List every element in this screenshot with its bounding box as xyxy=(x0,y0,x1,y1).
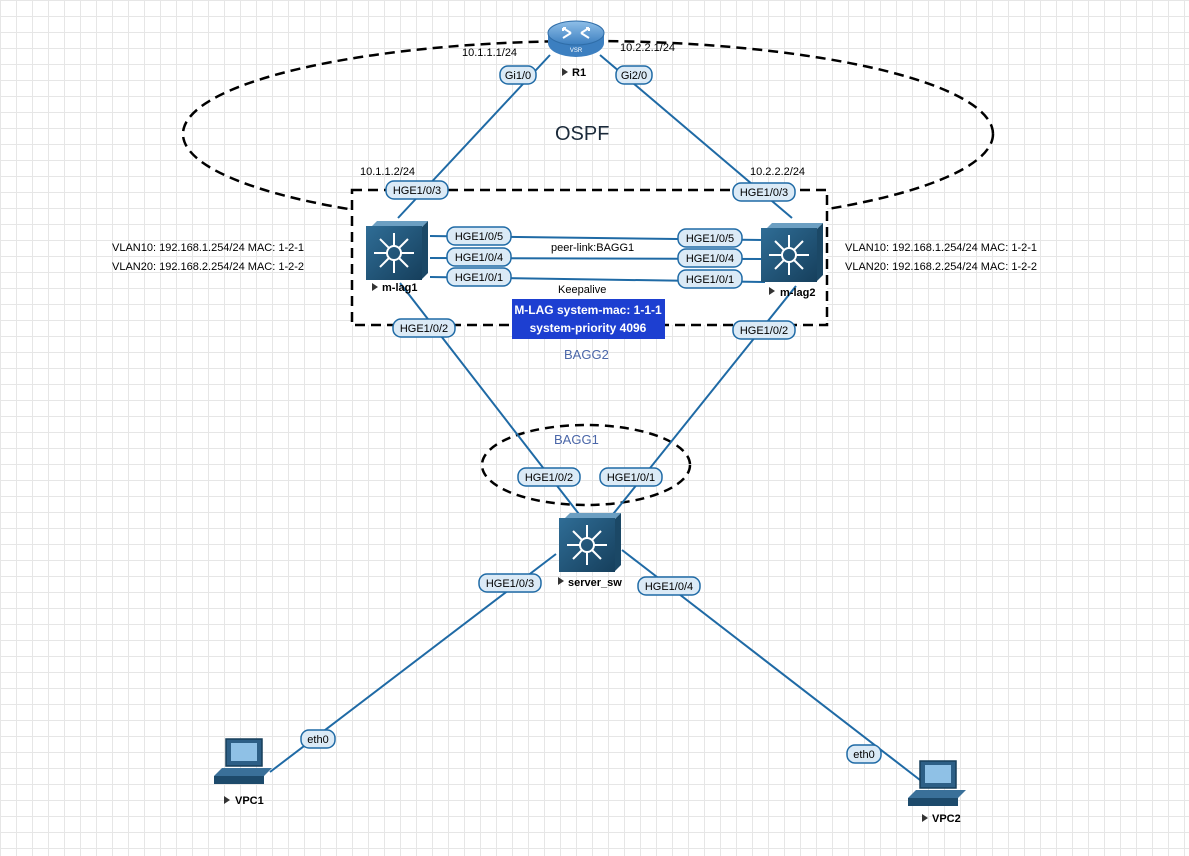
svg-text:HGE1/0/4: HGE1/0/4 xyxy=(455,252,503,264)
vlan10-right: VLAN10: 192.168.1.254/24 MAC: 1-2-1 xyxy=(845,242,1037,254)
port-r1-gi1[interactable]: Gi1/0 xyxy=(499,65,537,85)
switch-server-sw[interactable]: server_sw xyxy=(558,513,622,589)
play-icon xyxy=(558,577,564,585)
port-mlag1-hge3[interactable]: HGE1/0/3 xyxy=(385,180,449,200)
port-mlag2-hge4[interactable]: HGE1/0/4 xyxy=(677,248,743,268)
port-sw-hge2[interactable]: HGE1/0/2 xyxy=(517,467,581,487)
vlan20-right: VLAN20: 192.168.2.254/24 MAC: 1-2-2 xyxy=(845,261,1037,273)
port-mlag2-hge2[interactable]: HGE1/0/2 xyxy=(732,320,796,340)
router-r1[interactable]: VSR R1 xyxy=(547,20,605,79)
port-labels: Gi1/0 Gi2/0 HGE1/0/3 HGE1/0/3 HGE1/0/5 H… xyxy=(300,65,882,764)
switch-mlag1[interactable]: m-lag1 xyxy=(366,221,428,294)
play-icon xyxy=(769,287,775,295)
svg-text:HGE1/0/4: HGE1/0/4 xyxy=(645,581,693,593)
svg-text:HGE1/0/3: HGE1/0/3 xyxy=(393,185,441,197)
svg-text:HGE1/0/1: HGE1/0/1 xyxy=(455,272,503,284)
svg-text:Gi2/0: Gi2/0 xyxy=(621,70,647,82)
svg-text:HGE1/0/2: HGE1/0/2 xyxy=(400,323,448,335)
ip-r1-gi2: 10.2.2.1/24 xyxy=(620,42,675,54)
port-mlag2-hge5[interactable]: HGE1/0/5 xyxy=(677,228,743,248)
play-icon xyxy=(372,283,378,291)
pc-name: VPC1 xyxy=(235,795,264,807)
pc-vpc1[interactable]: VPC1 xyxy=(214,738,272,807)
pc-name: VPC2 xyxy=(932,813,961,825)
svg-text:HGE1/0/3: HGE1/0/3 xyxy=(740,187,788,199)
port-vpc2-eth0[interactable]: eth0 xyxy=(846,744,882,764)
play-icon xyxy=(224,796,230,804)
port-sw-hge1[interactable]: HGE1/0/1 xyxy=(599,467,663,487)
svg-text:HGE1/0/5: HGE1/0/5 xyxy=(686,233,734,245)
vlan20-left: VLAN20: 192.168.2.254/24 MAC: 1-2-2 xyxy=(112,261,304,273)
ip-mlag2-up: 10.2.2.2/24 xyxy=(750,166,805,178)
svg-text:eth0: eth0 xyxy=(853,749,874,761)
svg-text:HGE1/0/5: HGE1/0/5 xyxy=(455,231,503,243)
port-sw-hge3[interactable]: HGE1/0/3 xyxy=(478,573,542,593)
svg-text:HGE1/0/3: HGE1/0/3 xyxy=(486,578,534,590)
vlan10-left: VLAN10: 192.168.1.254/24 MAC: 1-2-1 xyxy=(112,242,304,254)
port-vpc1-eth0[interactable]: eth0 xyxy=(300,729,336,749)
peer-link-label: peer-link:BAGG1 xyxy=(551,242,634,254)
mlag-system-mac: M-LAG system-mac: 1-1-1 xyxy=(514,303,662,317)
port-mlag1-hge4[interactable]: HGE1/0/4 xyxy=(446,247,512,267)
ospf-area-ellipse xyxy=(181,39,995,229)
play-icon xyxy=(562,68,568,76)
port-sw-hge4[interactable]: HGE1/0/4 xyxy=(637,576,701,596)
ip-mlag1-up: 10.1.1.2/24 xyxy=(360,166,415,178)
bagg2-label: BAGG2 xyxy=(564,347,609,362)
port-mlag1-hge5[interactable]: HGE1/0/5 xyxy=(446,226,512,246)
switch-name: m-lag2 xyxy=(780,287,815,299)
svg-text:eth0: eth0 xyxy=(307,734,328,746)
ospf-label: OSPF xyxy=(555,123,609,145)
svg-text:HGE1/0/1: HGE1/0/1 xyxy=(686,274,734,286)
mlag-system-priority: system-priority 4096 xyxy=(530,321,647,335)
switch-mlag2[interactable]: m-lag2 xyxy=(761,223,823,299)
bagg1-label: BAGG1 xyxy=(554,432,599,447)
port-mlag2-hge3[interactable]: HGE1/0/3 xyxy=(732,182,796,202)
play-icon xyxy=(922,814,928,822)
port-r1-gi2[interactable]: Gi2/0 xyxy=(615,65,653,85)
mlag-system-box xyxy=(512,299,665,339)
svg-text:HGE1/0/2: HGE1/0/2 xyxy=(740,325,788,337)
port-mlag1-hge1[interactable]: HGE1/0/1 xyxy=(446,267,512,287)
router-name: R1 xyxy=(572,67,586,79)
links xyxy=(269,54,921,781)
keepalive-label: Keepalive xyxy=(558,284,606,296)
bagg1-ellipse xyxy=(480,423,692,507)
switch-name: server_sw xyxy=(568,577,622,589)
svg-text:Gi1/0: Gi1/0 xyxy=(505,70,531,82)
port-mlag2-hge1[interactable]: HGE1/0/1 xyxy=(677,269,743,289)
port-mlag1-hge2[interactable]: HGE1/0/2 xyxy=(392,318,456,338)
router-badge: VSR xyxy=(570,48,583,54)
pc-vpc2[interactable]: VPC2 xyxy=(908,760,966,825)
svg-text:HGE1/0/2: HGE1/0/2 xyxy=(525,472,573,484)
svg-text:HGE1/0/4: HGE1/0/4 xyxy=(686,253,734,265)
ip-r1-gi1: 10.1.1.1/24 xyxy=(462,47,517,59)
svg-text:HGE1/0/1: HGE1/0/1 xyxy=(607,472,655,484)
switch-name: m-lag1 xyxy=(382,282,417,294)
